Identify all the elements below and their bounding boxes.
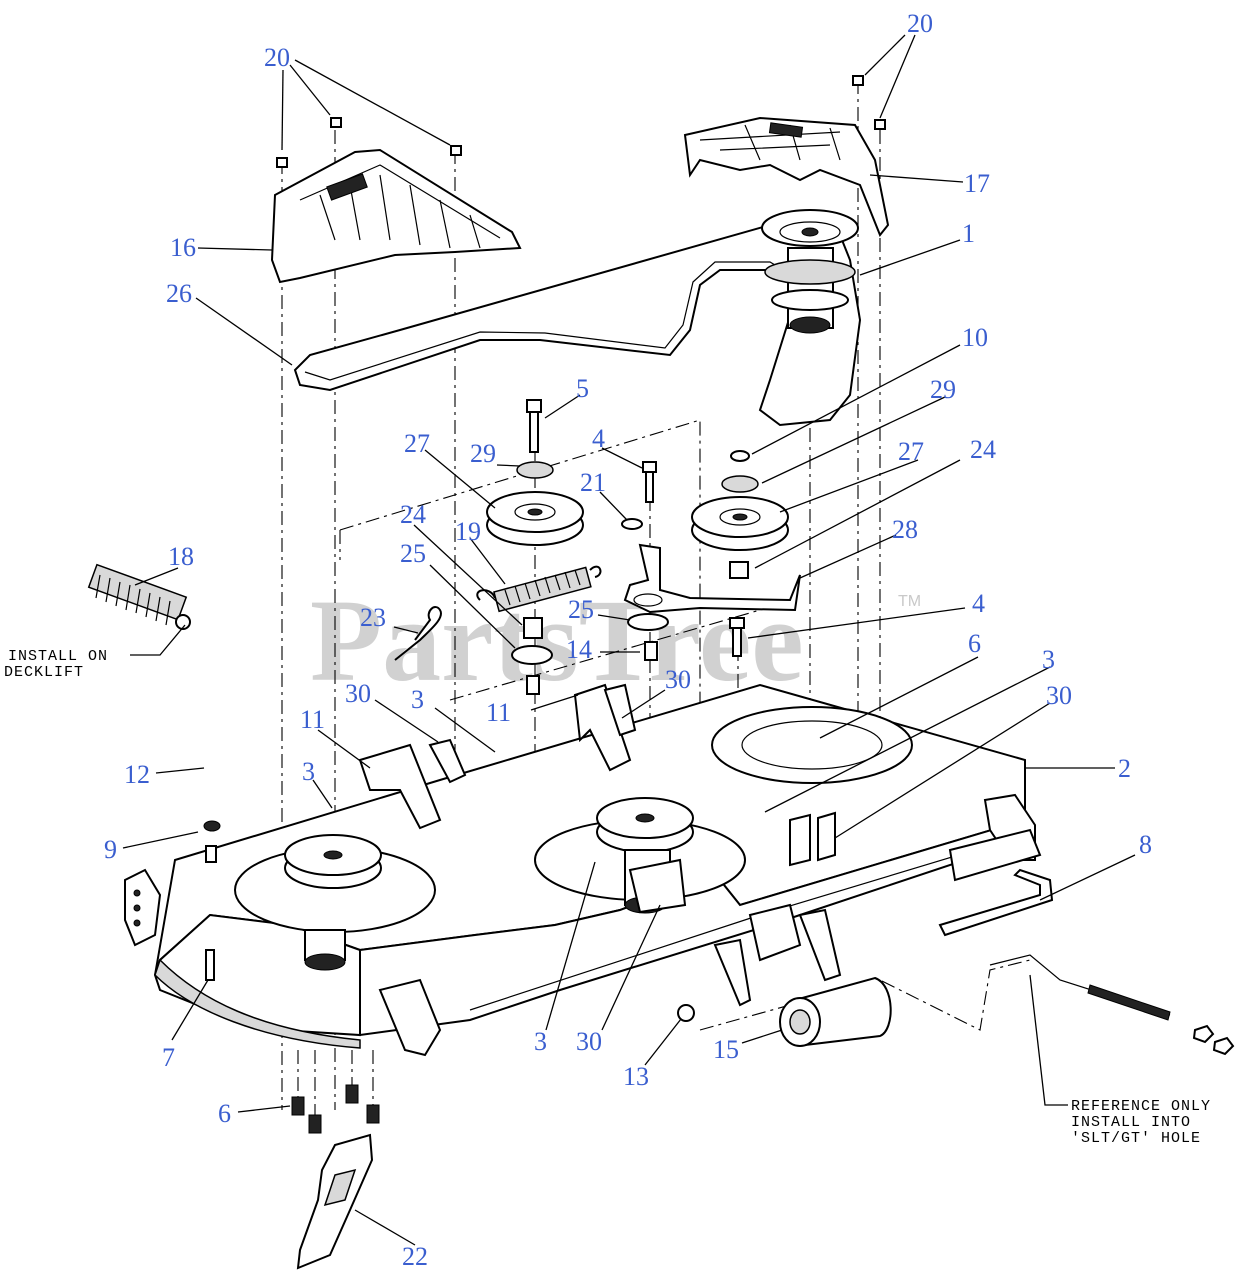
bolt-4-upper	[642, 461, 657, 503]
callout-14: 14	[566, 635, 592, 664]
callouts: 20 20 16 26 17 1 10 29 29 27 27 24 24 28…	[104, 9, 1152, 1271]
callout-24: 24	[400, 500, 426, 529]
nut-9	[203, 820, 221, 832]
callout-20: 20	[907, 9, 933, 38]
bearing-left	[516, 461, 554, 479]
callout-6: 6	[968, 629, 981, 658]
callout-26: 26	[166, 279, 192, 308]
note-reference-only: REFERENCE ONLY	[1071, 1098, 1211, 1115]
anti-scalp-roller	[779, 976, 892, 1047]
idler-pulley-left	[486, 491, 584, 546]
callout-3: 3	[411, 685, 424, 714]
brackets-11-30	[358, 683, 836, 914]
callout-28: 28	[892, 515, 918, 544]
note-reference-only: INSTALL INTO	[1071, 1114, 1191, 1131]
watermark: PartsTree	[310, 575, 804, 706]
blade-adapter-22	[296, 1133, 374, 1270]
callout-8: 8	[1139, 830, 1152, 859]
callout-29: 29	[470, 439, 496, 468]
callout-23: 23	[360, 603, 386, 632]
callout-4: 4	[972, 589, 985, 618]
leader-lines	[122, 34, 1136, 1246]
callout-7: 7	[162, 1043, 175, 1072]
blade-bolts	[291, 1084, 380, 1134]
spring-19	[476, 565, 602, 613]
bolt-7	[205, 949, 215, 981]
callout-11: 11	[300, 705, 325, 734]
spindle-left	[284, 834, 382, 971]
pin-12	[205, 845, 217, 863]
spacer-25-left	[511, 645, 553, 665]
callout-4: 4	[592, 424, 605, 453]
callout-13: 13	[623, 1062, 649, 1091]
nut-top	[730, 450, 750, 462]
idler-pulley-right	[691, 496, 789, 551]
callout-21: 21	[580, 468, 606, 497]
idler-arm	[623, 543, 801, 614]
spindle-assembly-top	[761, 209, 859, 334]
belt-cover-left	[270, 148, 522, 284]
bearing-right	[721, 475, 759, 493]
bushing-14	[644, 641, 658, 661]
bolt-4-lower	[729, 617, 745, 657]
callout-29: 29	[930, 375, 956, 404]
deck-side-mounts	[124, 793, 1042, 1057]
spring-18	[87, 563, 191, 630]
callout-30: 30	[665, 665, 691, 694]
callout-1: 1	[962, 219, 975, 248]
callout-9: 9	[104, 835, 117, 864]
callout-10: 10	[962, 323, 988, 352]
callout-2: 2	[1118, 754, 1131, 783]
bolt-5	[526, 399, 542, 453]
callout-3: 3	[534, 1027, 547, 1056]
screws-20	[276, 75, 886, 168]
callout-22: 22	[402, 1242, 428, 1271]
callout-17: 17	[964, 169, 990, 198]
deck-lift-rod	[938, 868, 1235, 1056]
callout-27: 27	[898, 437, 924, 466]
belt-cover-right	[683, 116, 890, 237]
bushing-left	[526, 675, 540, 695]
callout-11: 11	[486, 698, 511, 727]
callout-25: 25	[568, 595, 594, 624]
callout-19: 19	[455, 517, 481, 546]
callout-30: 30	[1046, 681, 1072, 710]
callout-30: 30	[576, 1027, 602, 1056]
callout-6: 6	[218, 1099, 231, 1128]
callout-12: 12	[124, 760, 150, 789]
note-install-on-decklift: DECKLIFT	[4, 664, 84, 681]
hairpin-23	[394, 606, 442, 661]
washer-21	[621, 518, 643, 530]
callout-3: 3	[1042, 645, 1055, 674]
callout-5: 5	[576, 374, 589, 403]
note-install-on-decklift: INSTALL ON	[8, 648, 108, 665]
spacer-25-right	[627, 613, 669, 631]
callout-30: 30	[345, 679, 371, 708]
callout-20: 20	[264, 43, 290, 72]
spacer-24-left	[523, 617, 543, 639]
spacer-24-right	[729, 561, 749, 579]
callout-15: 15	[713, 1035, 739, 1064]
watermark-tm: TM	[898, 593, 921, 610]
callout-18: 18	[168, 542, 194, 571]
callout-16: 16	[170, 233, 196, 262]
callout-24: 24	[970, 435, 996, 464]
callout-27: 27	[404, 429, 430, 458]
callout-3: 3	[302, 757, 315, 786]
note-reference-only: 'SLT/GT' HOLE	[1071, 1130, 1201, 1147]
grommet-13	[677, 1004, 695, 1022]
callout-25: 25	[400, 539, 426, 568]
